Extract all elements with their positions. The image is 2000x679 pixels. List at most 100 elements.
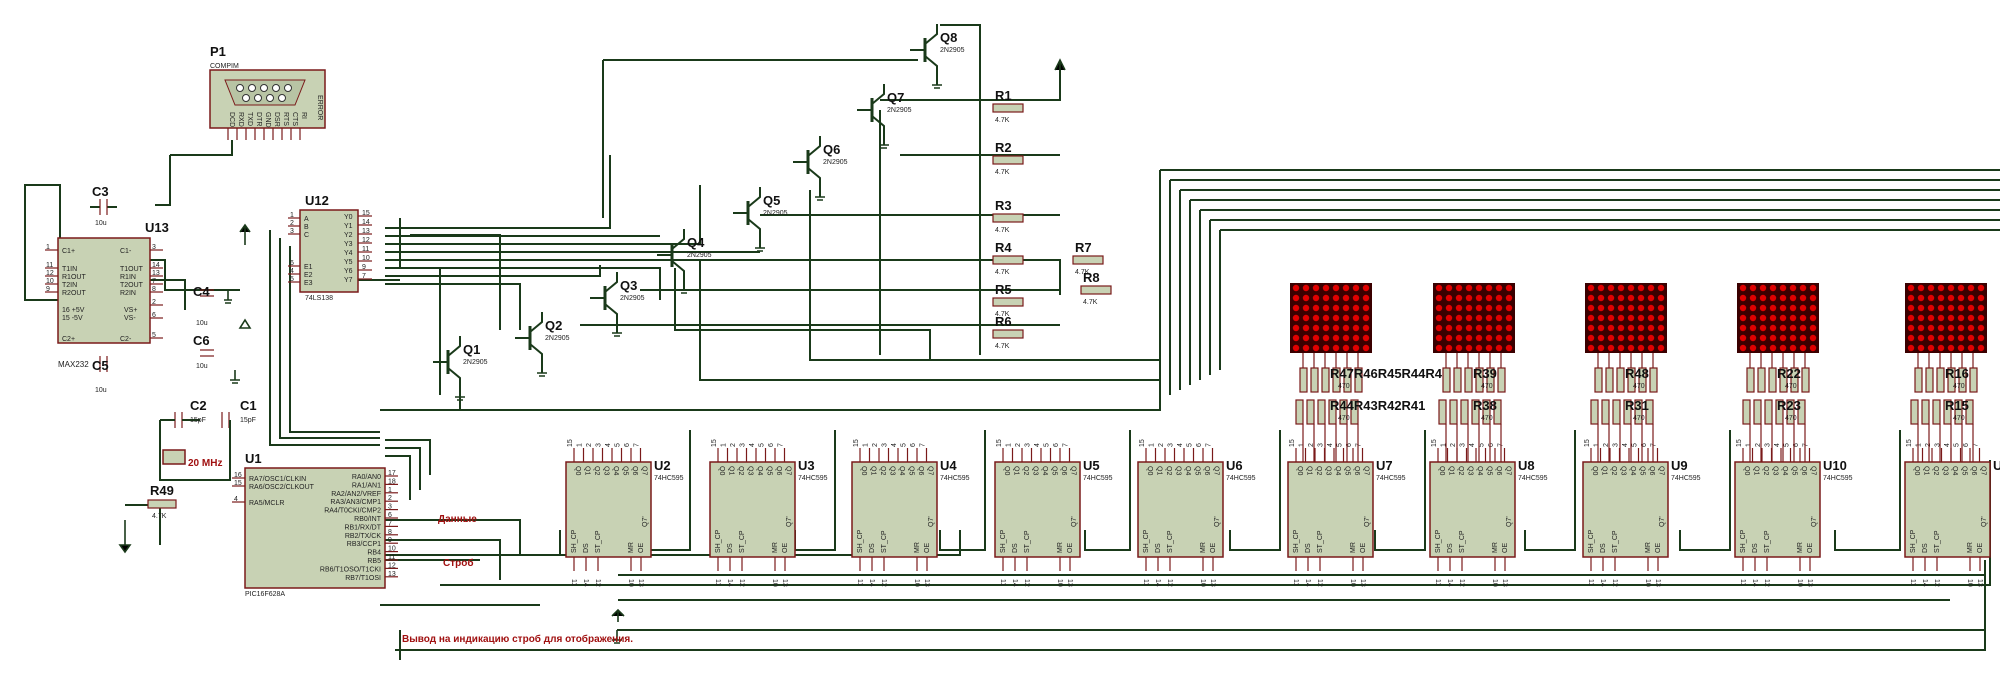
- sr-part: 74HC595: [1226, 475, 1256, 482]
- sr-pin-num: 2: [1158, 443, 1165, 447]
- sr-pin-num: 12: [738, 579, 745, 587]
- sr-pin-num: 11: [1434, 579, 1441, 586]
- u12-pin-num: 14: [362, 219, 370, 226]
- u12-pin-label: Y3: [344, 241, 353, 248]
- sr-pin-label: OE: [1977, 543, 1984, 553]
- u12-pin-num: 10: [362, 255, 370, 262]
- u13-pin-label: C1-: [120, 248, 132, 255]
- sr-pin-num: 10: [627, 579, 634, 587]
- sr-pin-label: Q5: [1051, 466, 1058, 475]
- sr-ref: U4: [940, 458, 957, 473]
- sr-pin-num: 7: [778, 443, 785, 447]
- sr-pin-label: Q4: [612, 466, 619, 475]
- sr-pin-num: 12: [594, 579, 601, 587]
- sr-pin-num: 13: [1806, 579, 1813, 587]
- sr-pin-num: 10: [1796, 579, 1803, 587]
- u12-pin-num: 6: [290, 260, 294, 267]
- svg-text:C5: C5: [92, 358, 109, 373]
- u12-pin-label: Y0: [344, 214, 353, 221]
- u13-pin-label: T1IN: [62, 266, 77, 273]
- u1-pin-label: RA1/AN1: [352, 482, 381, 489]
- sr-pin-num: 2: [1755, 443, 1762, 447]
- resistor-ref: R4: [995, 240, 1012, 255]
- svg-text:10u: 10u: [196, 363, 208, 370]
- sr-pin-label: Q7': [786, 516, 793, 527]
- sr-pin-num: 15: [567, 439, 574, 447]
- sr-pin-label: Q7: [785, 466, 792, 475]
- resistor-ref: R2: [995, 140, 1012, 155]
- sr-pin-num: 5: [1479, 443, 1486, 447]
- sr-pin-num: 15: [711, 439, 718, 447]
- u13-pin-num: 7: [152, 278, 156, 285]
- sr-pin-num: 11: [1587, 579, 1594, 586]
- p1-pin-label: CTS: [291, 112, 298, 126]
- sr-pin-label: Q6: [1353, 466, 1360, 475]
- shift-register-u2-0: U274HC59515Q01Q12Q23Q34Q45Q56Q67Q7SH_CP1…: [565, 439, 684, 587]
- svg-text:C3: C3: [92, 184, 109, 199]
- p1-pin-label: GND: [264, 112, 271, 128]
- sr-pin-num: 13: [1654, 579, 1661, 587]
- u1-pin-num: 2: [388, 495, 392, 502]
- sr-pin-num: 5: [901, 443, 908, 447]
- sr-pin-label: Q0: [718, 466, 725, 475]
- sr-pin-num: 6: [1963, 443, 1970, 447]
- transistor-part: 2N2905: [545, 335, 570, 342]
- sr-pin-label: SH_CP: [1293, 529, 1300, 553]
- u13-pin-num: 14: [152, 262, 160, 269]
- sr-pin-num: 7: [1206, 443, 1213, 447]
- sr-pin-num: 14: [1446, 579, 1453, 587]
- u1-pin-num: 10: [388, 546, 396, 553]
- sr-pin-label: Q7': [928, 516, 935, 527]
- transistor-part: 2N2905: [463, 359, 488, 366]
- sr-pin-label: Q0: [860, 466, 867, 475]
- sr-pin-num: 3: [1460, 443, 1467, 447]
- sr-pin-label: Q1: [1306, 466, 1313, 475]
- transistor-part: 2N2905: [687, 252, 712, 259]
- sr-pin-label: OE: [1210, 543, 1217, 553]
- sr-pin-num: 4: [1774, 443, 1781, 447]
- p1-pin-label: RTS: [282, 112, 289, 126]
- u12-ref: U12: [305, 193, 329, 208]
- sr-pin-num: 6: [1346, 443, 1353, 447]
- sr-pin-label: SH_CP: [1000, 529, 1007, 553]
- sr-pin-num: 14: [1599, 579, 1606, 587]
- sr-pin-num: 11: [856, 579, 863, 586]
- sr-pin-label: Q2: [1165, 466, 1172, 475]
- transistor-part: 2N2905: [887, 107, 912, 114]
- sr-pin-num: 4: [1327, 443, 1334, 447]
- sr-pin-label: DS: [869, 543, 876, 553]
- sr-pin-num: 10: [1966, 579, 1973, 587]
- u13-pin-num: 13: [152, 270, 160, 277]
- sr-pin-label: ST_CP: [881, 530, 888, 553]
- u12-pin-label: E1: [304, 264, 313, 271]
- u13-pin-num: 5: [152, 332, 156, 339]
- resistor-value: 4.7K: [1075, 269, 1090, 276]
- sr-pin-label: Q3: [747, 466, 754, 475]
- sr-pin-label: Q3: [603, 466, 610, 475]
- sr-pin-num: 4: [749, 443, 756, 447]
- sr-pin-label: ST_CP: [1934, 530, 1941, 553]
- led-matrix-2: [1433, 283, 1515, 353]
- sr-pin-num: 15: [1736, 439, 1743, 447]
- capacitor-group: C3 10u C4 10u C5 10u C6 10u C2 15pF C1 1…: [90, 184, 257, 481]
- transistor-ref: Q8: [940, 30, 957, 45]
- p1-pin-label: TXD: [246, 112, 253, 126]
- sr-pin-label: Q1: [584, 466, 591, 475]
- sr-pin-num: 15: [1289, 439, 1296, 447]
- shift-register-u8-6: U874HC59515Q01Q12Q23Q34Q45Q56Q67Q7SH_CP1…: [1429, 439, 1548, 587]
- resistor-ref: R8: [1083, 270, 1100, 285]
- matrix-res-ref-top: R48: [1625, 366, 1649, 381]
- u12-pin-num: 2: [290, 220, 294, 227]
- transistor-ref: Q7: [887, 90, 904, 105]
- u13-pin-label: C2-: [120, 336, 132, 343]
- transistor-group: Q12N2905Q22N2905Q32N2905Q42N2905Q52N2905…: [433, 24, 965, 401]
- sr-pin-label: MR: [1350, 542, 1357, 553]
- sr-pin-label: Q4: [1476, 466, 1483, 475]
- u12-pin-num: 7: [362, 273, 366, 280]
- sr-pin-num: 11: [1142, 579, 1149, 586]
- sr-pin-num: 5: [1784, 443, 1791, 447]
- crystal-x1: 20 MHz: [159, 420, 231, 481]
- p1-pin-label: DCD: [228, 112, 235, 127]
